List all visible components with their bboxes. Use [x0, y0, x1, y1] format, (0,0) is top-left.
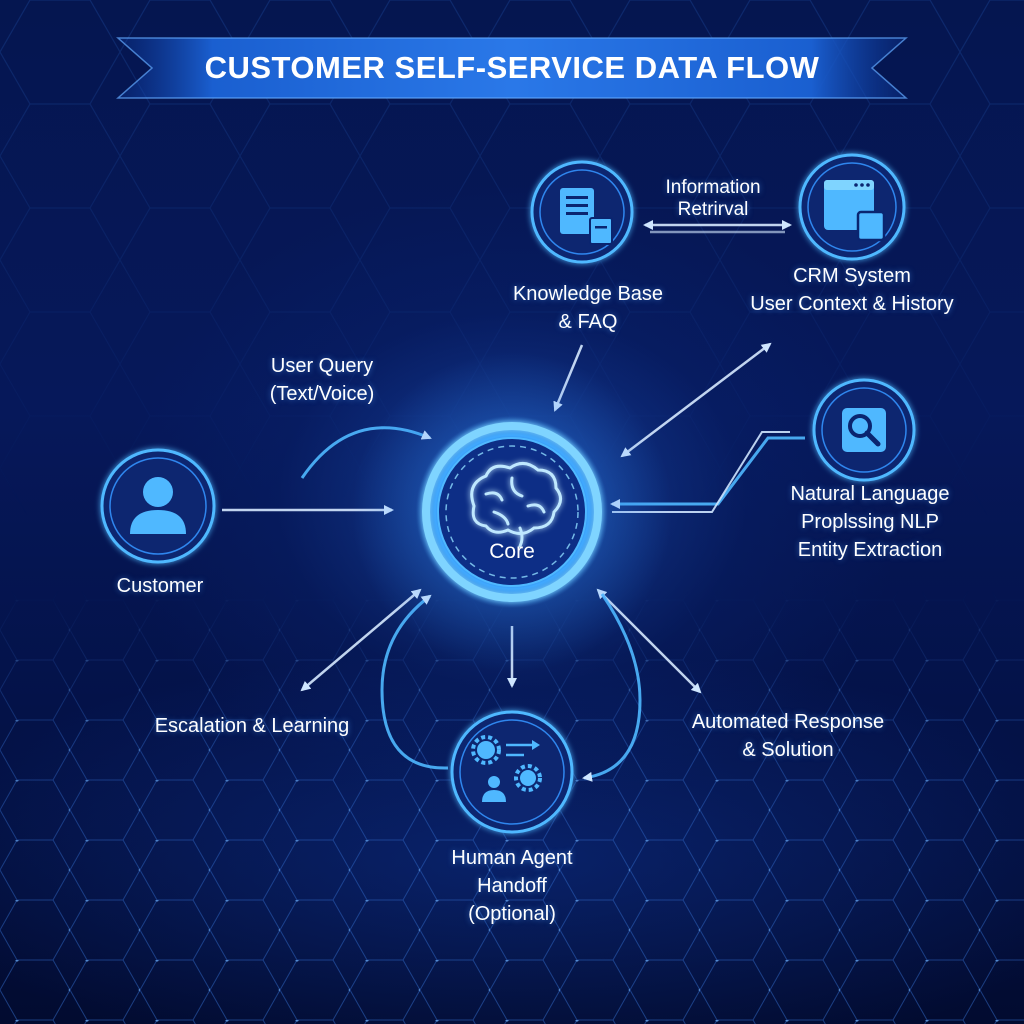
nlp-node: [812, 378, 916, 482]
user-query-label: User Query (Text/Voice): [232, 352, 412, 408]
human-agent-label: Human Agent Handoff (Optional): [422, 844, 602, 928]
human-agent-line2: Handoff: [477, 875, 547, 897]
information-retrieval-line2: Retrirval: [677, 199, 749, 220]
escalation-text: Escalation & Learning: [154, 715, 350, 737]
customer-node: [100, 448, 216, 564]
information-retrieval-label: Information Retrirval: [638, 177, 788, 221]
knowledge-base-line2: & FAQ: [558, 311, 618, 333]
customer-label: Customer: [90, 572, 230, 600]
document-icon: [560, 188, 613, 245]
nlp-label: Natural Language Proplssing NLP Entity E…: [770, 480, 970, 564]
user-query-line1: User Query: [270, 355, 374, 377]
brain-icon: [470, 462, 562, 548]
knowledge-base-label: Knowledge Base & FAQ: [488, 280, 688, 336]
search-icon: [842, 408, 886, 452]
customer-label-text: Customer: [116, 575, 204, 597]
gears-person-icon: [471, 735, 542, 802]
crm-label: CRM System User Context & History: [722, 262, 982, 318]
nlp-line1: Natural Language: [790, 483, 950, 505]
escalation-label: Escalation & Learning: [132, 712, 372, 740]
browser-window-icon: [824, 180, 886, 242]
core-label: Core: [489, 540, 535, 563]
human-agent-line3: (Optional): [468, 903, 556, 925]
diagram-title: CUSTOMER SELF-SERVICE DATA FLOW: [204, 50, 820, 85]
crm-node: [798, 153, 906, 261]
automated-response-line1: Automated Response: [691, 711, 885, 733]
user-query-line2: (Text/Voice): [269, 383, 375, 405]
information-retrieval-line1: Information: [665, 177, 761, 198]
core-node: [352, 352, 672, 672]
nlp-line3: Entity Extraction: [797, 539, 943, 561]
title-banner: [116, 37, 908, 99]
human-agent-node: [450, 710, 574, 834]
automated-response-label: Automated Response & Solution: [668, 708, 908, 764]
user-icon: [130, 477, 186, 534]
knowledge-base-line1: Knowledge Base: [512, 283, 664, 305]
human-agent-line1: Human Agent: [451, 847, 573, 869]
crm-line1: CRM System: [793, 265, 911, 287]
knowledge-base-node: [530, 160, 634, 264]
automated-response-line2: & Solution: [742, 739, 834, 761]
crm-line2: User Context & History: [750, 293, 954, 315]
nlp-line2: Proplssing NLP: [801, 511, 939, 533]
